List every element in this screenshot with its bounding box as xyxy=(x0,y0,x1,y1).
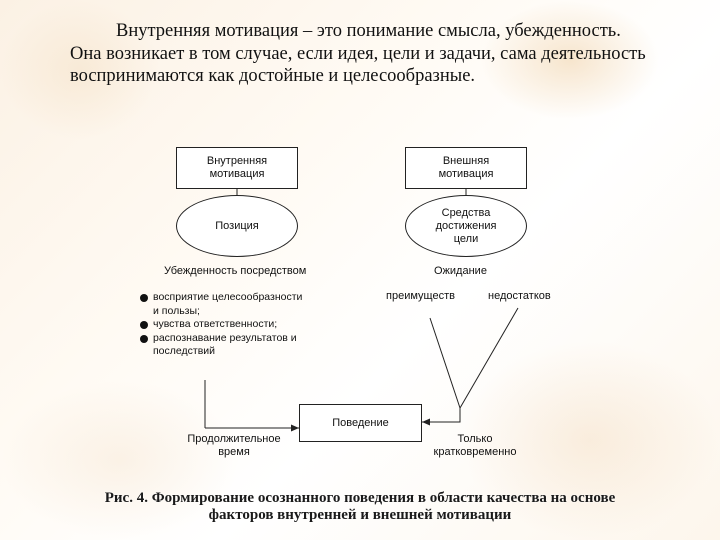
bullet-item: и пользы; xyxy=(153,304,200,317)
long-time-line-2: время xyxy=(218,446,250,458)
long-time-line-1: Продолжительное xyxy=(187,433,281,445)
disadvantages-label: недостатков xyxy=(488,290,551,302)
means-oval-line-3: цели xyxy=(453,232,479,245)
bullet-item: последствий xyxy=(153,345,216,357)
short-time-label: Только кратковременно xyxy=(425,433,525,459)
means-oval: Средства достижения цели xyxy=(405,195,527,257)
position-oval: Позиция xyxy=(176,195,298,257)
bullet-item: распознавание результатов и xyxy=(140,332,340,346)
conviction-label: Убежденность посредством xyxy=(164,265,307,277)
arrowhead-left xyxy=(291,424,299,432)
line-advantages xyxy=(429,317,461,409)
bullet-item: восприятие целесообразности xyxy=(140,291,340,305)
background-glow xyxy=(480,0,660,120)
internal-box-line-2: мотивация xyxy=(209,168,265,180)
behavior-box: Поведение xyxy=(299,404,422,442)
bullet-dot xyxy=(140,294,148,302)
position-oval-label: Позиция xyxy=(215,219,259,232)
bullet-item: чувства ответственности; xyxy=(140,318,340,332)
short-time-line-1: Только xyxy=(457,433,493,445)
external-box-line-1: Внешняя xyxy=(442,155,490,167)
background-glow xyxy=(0,0,160,140)
caption-line-1: Рис. 4. Формирование осознанного поведен… xyxy=(104,490,616,506)
external-box-line-2: мотивация xyxy=(438,168,494,180)
arrow-to-behavior-right xyxy=(422,408,461,423)
caption-line-2: факторов внутренней и внешней мотивации xyxy=(208,507,512,523)
figure-caption: Рис. 4. Формирование осознанного поведен… xyxy=(40,490,680,524)
bullet-dot xyxy=(140,321,148,329)
internal-motivation-box: Внутренняя мотивация xyxy=(176,147,298,189)
advantages-label: преимуществ xyxy=(386,290,455,302)
means-oval-line-2: достижения xyxy=(435,219,497,232)
bullet-dot xyxy=(140,334,148,343)
background-glow xyxy=(460,340,720,540)
behavior-box-label: Поведение xyxy=(332,416,389,429)
conviction-list: восприятие целесообразности и пользы; чу… xyxy=(140,291,340,359)
arrowhead-right xyxy=(422,418,430,426)
external-motivation-box: Внешняя мотивация xyxy=(405,147,527,189)
long-time-label: Продолжительное время xyxy=(178,433,290,459)
line-disadvantages xyxy=(459,307,519,409)
short-time-line-2: кратковременно xyxy=(433,446,517,458)
means-oval-line-1: Средства xyxy=(441,206,491,219)
expectation-label: Ожидание xyxy=(434,265,487,277)
intro-paragraph: Внутренняя мотивация – это понимание смы… xyxy=(70,21,646,86)
internal-box-line-1: Внутренняя xyxy=(206,155,268,167)
background-glow xyxy=(0,380,240,540)
